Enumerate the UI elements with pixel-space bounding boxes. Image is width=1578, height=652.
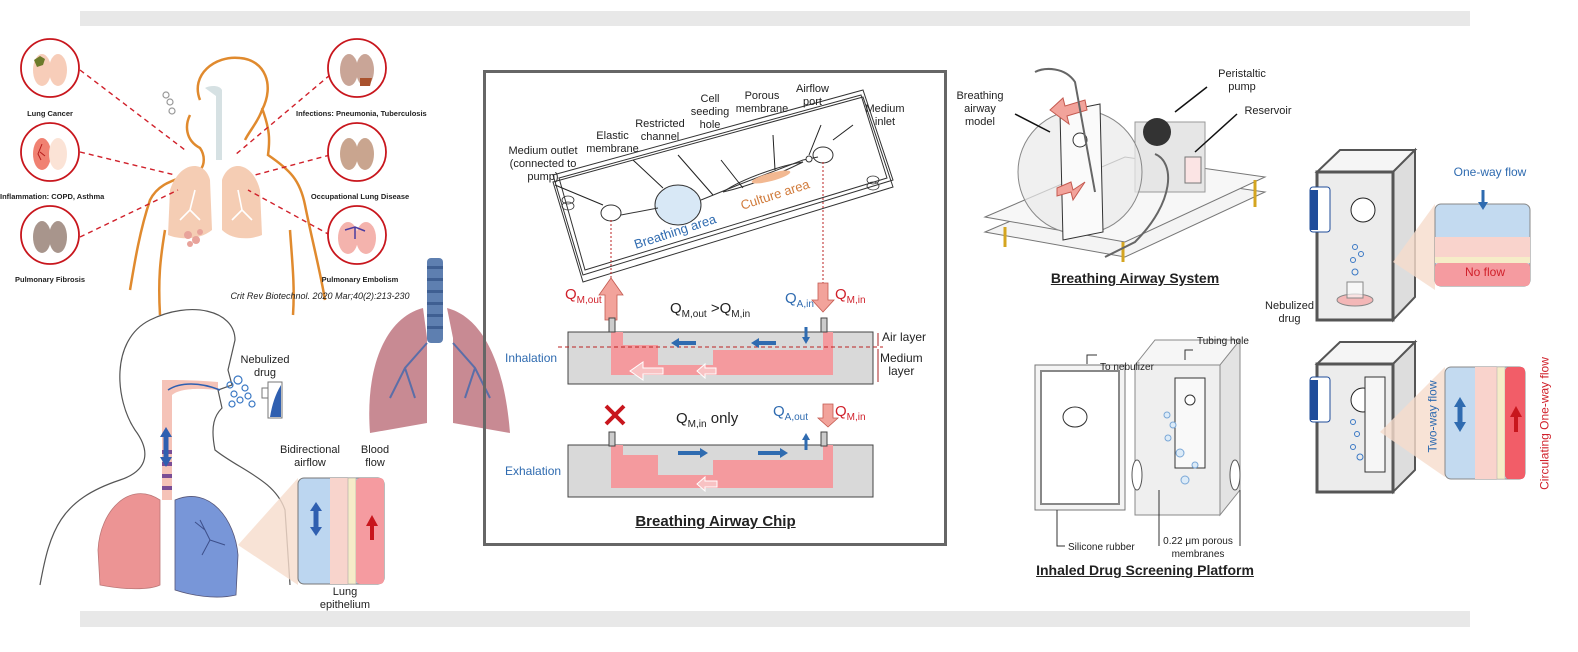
- nebulized-drug-label: Nebulized drug: [240, 354, 290, 379]
- chip-screws: [561, 175, 880, 211]
- blocked-x-icon: [604, 404, 626, 426]
- label-two-way-flow: Two-way flow: [1425, 380, 1440, 453]
- static-culture-inset: [1434, 190, 1531, 287]
- airway-model-plate: [1059, 103, 1104, 241]
- elastic-membrane-icon: [654, 184, 702, 226]
- conventional-chamber: [1309, 147, 1418, 323]
- disease-label-inflammation: Inflammation: COPD, Asthma: [0, 192, 105, 201]
- chip-schematic: [552, 89, 894, 498]
- label-peristaltic-pump: Peristaltic pump: [1218, 68, 1266, 93]
- bottom-band: [80, 611, 1470, 627]
- disease-figure: [20, 38, 387, 316]
- medium-inlet-port: [812, 146, 834, 164]
- medium-layer-label: Medium layer: [880, 351, 923, 378]
- alveoli-icon: [184, 229, 203, 247]
- label-porous-membranes: 0.22 μm porous membranes: [1163, 536, 1233, 560]
- label-breathing-airway-model: Breathing airway model: [956, 90, 1004, 128]
- projection-lines: [610, 162, 824, 300]
- drug-particles-icon: [226, 375, 256, 408]
- label-silicone-rubber: Silicone rubber: [1068, 542, 1135, 553]
- q-a-in-label: QA,in: [785, 290, 814, 310]
- disease-label-fibrosis: Pulmonary Fibrosis: [14, 275, 86, 284]
- inhalation-section: [558, 317, 883, 385]
- inhalation-relation: QM,out >QM,in: [670, 300, 751, 320]
- label-reservoir: Reservoir: [1244, 105, 1292, 117]
- label-elastic-membrane: Elastic membrane: [586, 130, 639, 155]
- label-restricted-channel: Restricted channel: [635, 118, 685, 143]
- left-lung-icon: [97, 493, 161, 590]
- medium-out-arrow-icon: [598, 277, 624, 321]
- tubing-icon: [1034, 68, 1169, 258]
- chip-plate-icon: [552, 89, 894, 283]
- breath-icon: [162, 91, 176, 115]
- disease-label-infections: Infections: Pneumonia, Tuberculosis: [296, 109, 427, 118]
- airway-icon: [162, 380, 218, 500]
- lung-epithelium-label: Lung epithelium: [319, 586, 371, 611]
- label-tubing-hole: Tubing hole: [1197, 336, 1249, 347]
- disease-label-lung-cancer: Lung Cancer: [27, 109, 73, 118]
- q-m-in-label: QM,in: [835, 286, 866, 306]
- label-medium-inlet: Medium inlet: [865, 103, 905, 128]
- phase-exhalation: Exhalation: [505, 464, 562, 478]
- porous-membrane-icon: [751, 170, 791, 184]
- inhaler-nozzle-icon: [261, 387, 269, 399]
- top-band: [80, 11, 1470, 26]
- exhalation-relation: QM,in only: [676, 410, 739, 430]
- breathing-culture-inset: [1444, 366, 1526, 480]
- right-lung-icon: [222, 166, 262, 239]
- label-one-way-flow: One-way flow: [1453, 165, 1527, 179]
- comparison-figure: [1309, 147, 1531, 495]
- label-medium-outlet: Medium outlet (connected to pump): [508, 145, 578, 183]
- chip-title: Breathing Airway Chip: [635, 513, 796, 530]
- air-layer-label: Air layer: [882, 330, 927, 344]
- porous-membrane-left-icon: [1131, 459, 1143, 491]
- lung-inflammation-icon: [20, 122, 80, 182]
- phase-inhalation: Inhalation: [505, 351, 558, 365]
- label-airflow-port: Airflow port: [795, 83, 829, 108]
- label-porous-membrane: Porous membrane: [735, 90, 789, 115]
- callout-arrows: [554, 124, 854, 206]
- label-cell-seeding-hole: Cell seeding hole: [690, 93, 730, 131]
- system-title: Breathing Airway System: [1050, 270, 1220, 286]
- left-lung-icon: [168, 166, 212, 239]
- blood-flow-label: Blood flow: [360, 444, 390, 469]
- lung-embolism-icon: [327, 205, 387, 265]
- lung-fibrosis-icon: [20, 205, 80, 265]
- disease-label-occupational: Occupational Lung Disease: [310, 192, 410, 201]
- human-airway-figure: [39, 309, 385, 598]
- medium-in-arrow-icon: [811, 282, 835, 313]
- trachea-icon: [205, 85, 222, 160]
- lung-cancer-icon: [20, 38, 80, 98]
- medium-outlet-port: [600, 204, 622, 222]
- exhalation-section: [567, 403, 874, 498]
- label-to-nebulizer: To nebulizer: [1100, 362, 1154, 373]
- screening-platform-figure: [1034, 338, 1242, 547]
- zoom-cone: [238, 478, 298, 585]
- q-a-out-label: QA,out: [773, 403, 809, 423]
- platform-title: Inhaled Drug Screening Platform: [1036, 562, 1254, 578]
- body-outline-icon: [128, 56, 327, 316]
- disease-label-embolism: Pulmonary Embolism: [321, 275, 399, 284]
- flow-in-arrow-icon: [1056, 181, 1086, 202]
- airflow-port-icon: [805, 155, 813, 163]
- breathing-chamber: [1309, 339, 1418, 495]
- lung-infection-icon: [327, 38, 387, 98]
- flow-out-arrow-icon: [1049, 97, 1088, 126]
- citation: Crit Rev Biotechnol. 2020 Mar;40(2):213-…: [230, 291, 410, 301]
- label-no-flow: No flow: [1464, 265, 1505, 279]
- connector-lines: [79, 69, 331, 238]
- reservoir-icon: [1184, 156, 1202, 184]
- label-circulating-flow: Circulating One-way flow: [1537, 357, 1552, 490]
- bidirectional-airflow-label: Bidirectional airflow: [280, 444, 340, 469]
- q-m-out-label: QM,out: [565, 286, 602, 306]
- lungs-illustration-icon: [369, 258, 510, 433]
- nebulizer-hole-icon: [1062, 406, 1088, 428]
- human-silhouette-icon: [39, 309, 291, 586]
- lung-occupational-icon: [327, 122, 387, 182]
- q-m-in-exhale-label: QM,in: [835, 403, 866, 423]
- label-nebulized-drug-chamber: Nebulized drug: [1265, 300, 1314, 325]
- breathing-airway-system-figure: [983, 68, 1267, 262]
- breathing-airway-chip-panel: [483, 70, 947, 546]
- porous-membrane-right-icon: [1229, 459, 1241, 491]
